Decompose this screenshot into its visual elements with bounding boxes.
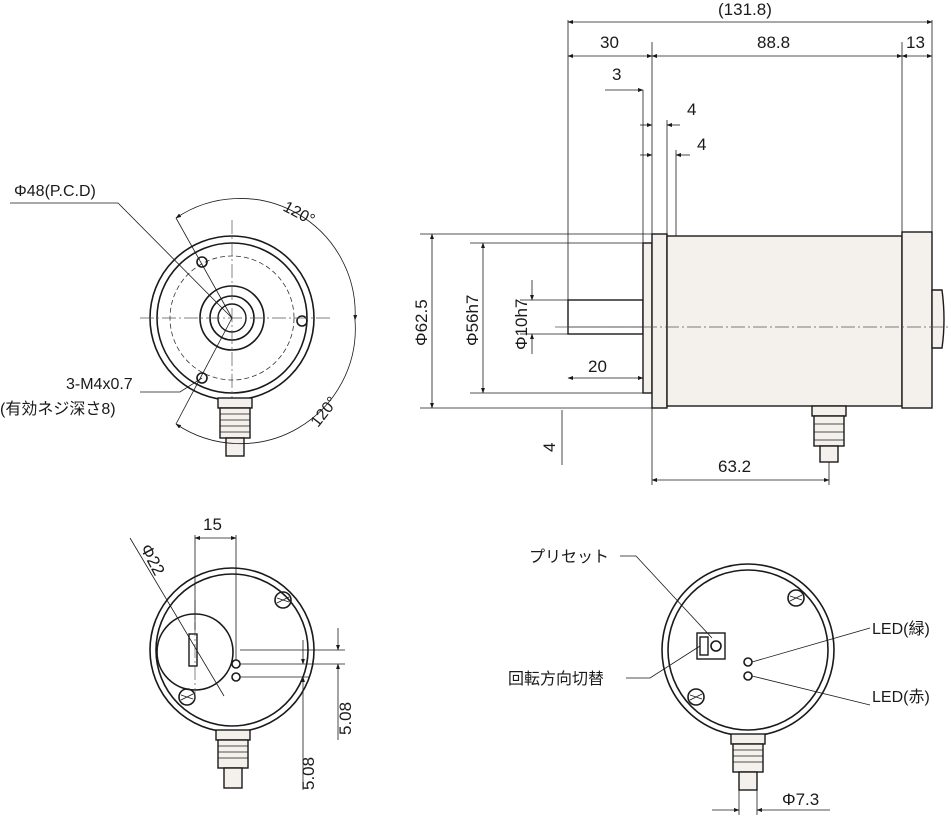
led-red-label: LED(赤): [872, 688, 930, 706]
cable-dia-dim: Φ7.3: [782, 790, 819, 809]
led-pitch-b-dim: 5.08: [299, 757, 318, 790]
led-green-label: LED(緑): [872, 620, 930, 638]
tapped-hole-bottom: [196, 372, 208, 384]
housing-dia-dim: Φ62.5: [412, 299, 431, 346]
angle-top-label: 120°: [280, 199, 317, 230]
shaft-step-dim: 3: [612, 65, 621, 84]
front-view: [10, 198, 358, 457]
tapped-hole-right: [296, 315, 308, 327]
spigot-dia-dim: Φ56h7: [463, 295, 482, 346]
flange-thickness-a-dim: 4: [687, 100, 696, 119]
direction-switch-label: 回転方向切替: [508, 670, 604, 688]
body-length-dim: 88.8: [757, 33, 790, 52]
screw-top-right-2: [787, 589, 805, 607]
cover-dia-dim: Φ22: [136, 541, 168, 579]
pcd-label: Φ48(P.C.D): [14, 183, 96, 200]
rear-cap-dim: 13: [906, 33, 925, 52]
flange-thickness-b-dim: 4: [697, 135, 706, 154]
rear-view: [129, 535, 345, 790]
led-hole-2: [231, 672, 241, 682]
key-offset-dim: 4: [540, 443, 559, 452]
led-red: [743, 671, 753, 681]
side-view: [420, 20, 950, 485]
tapped-holes-label-1: 3-M4x0.7: [66, 376, 133, 393]
led-hole-1: [231, 659, 241, 669]
cable-position-dim: 63.2: [718, 457, 751, 476]
rear-view-labeled: [620, 555, 871, 815]
rear-offset-dim: 15: [203, 515, 222, 534]
screw-top-right: [274, 591, 292, 609]
tapped-holes-label-2: (有効ネジ深さ8): [0, 400, 116, 418]
led-pitch-a-dim: 5.08: [336, 702, 355, 735]
preset-label: プリセット: [529, 548, 609, 566]
shaft-length-dim: 20: [588, 357, 607, 376]
total-length-dim: (131.8): [718, 0, 772, 19]
screw-bottom-left-2: [687, 688, 705, 706]
shaft-dia-dim: Φ10h7: [512, 299, 531, 350]
angle-bottom-label: 120°: [308, 394, 342, 431]
flange-to-shaft-dim: 30: [600, 33, 619, 52]
led-green: [743, 657, 753, 667]
